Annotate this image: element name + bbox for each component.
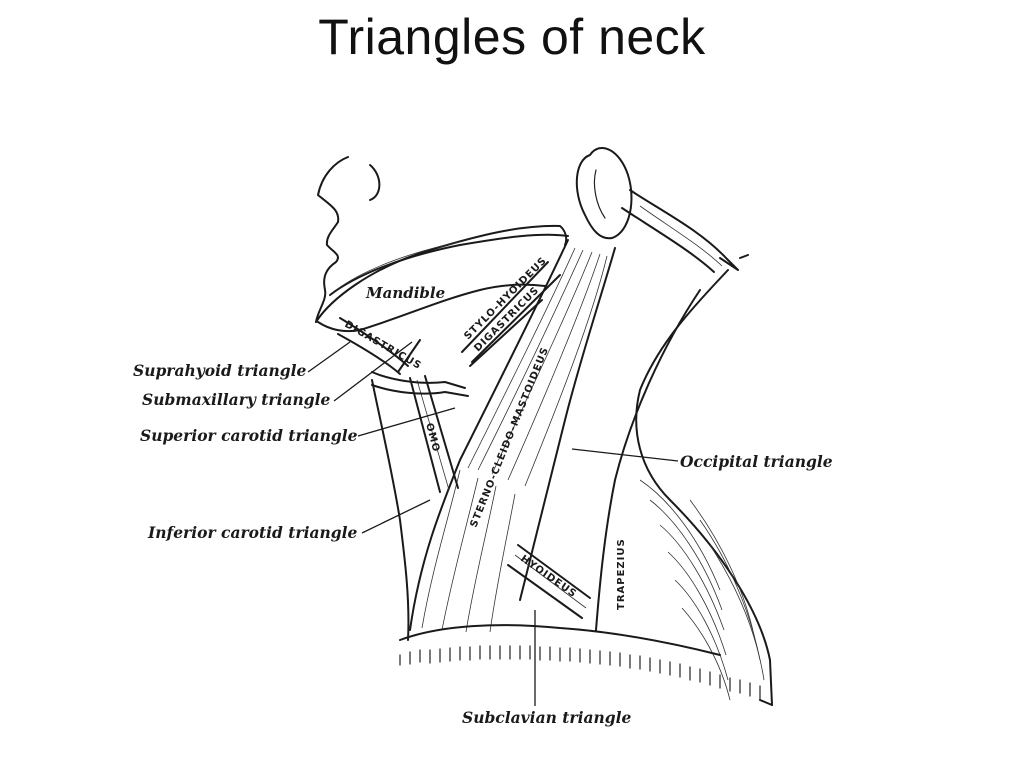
neck-front-contour xyxy=(371,379,410,641)
inferior-carotid-leader xyxy=(361,499,431,534)
superior-carotid-triangle-label: Superior carotid triangle xyxy=(140,426,358,445)
trapezius-label: TRAPEZIUS xyxy=(616,538,627,610)
suprahyoid-leader xyxy=(307,341,351,373)
digastric-stylohyoid xyxy=(337,261,561,397)
submaxillary-leader xyxy=(333,341,413,402)
occiput-band xyxy=(621,189,739,273)
sternocleidomastoid xyxy=(409,239,616,633)
mandible-label: Mandible xyxy=(365,284,445,302)
inferior-carotid-triangle-label: Inferior carotid triangle xyxy=(147,523,358,542)
submaxillary-triangle-label: Submaxillary triangle xyxy=(142,390,331,409)
occipital-leader xyxy=(571,448,679,462)
ear xyxy=(575,146,633,240)
sternocleidomastoideus-label: STERNO-CLEIDO-MASTOIDEUS xyxy=(469,346,552,530)
clavicle-region xyxy=(399,624,773,706)
suprahyoid-triangle-label: Suprahyoid triangle xyxy=(133,361,306,380)
face-profile xyxy=(315,156,381,323)
omohyoid-superior-belly xyxy=(409,375,459,493)
omohyoid-inferior-belly xyxy=(507,544,591,619)
mandible xyxy=(315,224,569,333)
slide-title: Triangles of neck xyxy=(318,9,706,65)
superior-carotid-leader xyxy=(357,407,456,437)
subclavian-triangle-label: Subclavian triangle xyxy=(462,708,632,727)
trapezius xyxy=(595,289,765,701)
occipital-triangle-label: Occipital triangle xyxy=(680,452,833,471)
